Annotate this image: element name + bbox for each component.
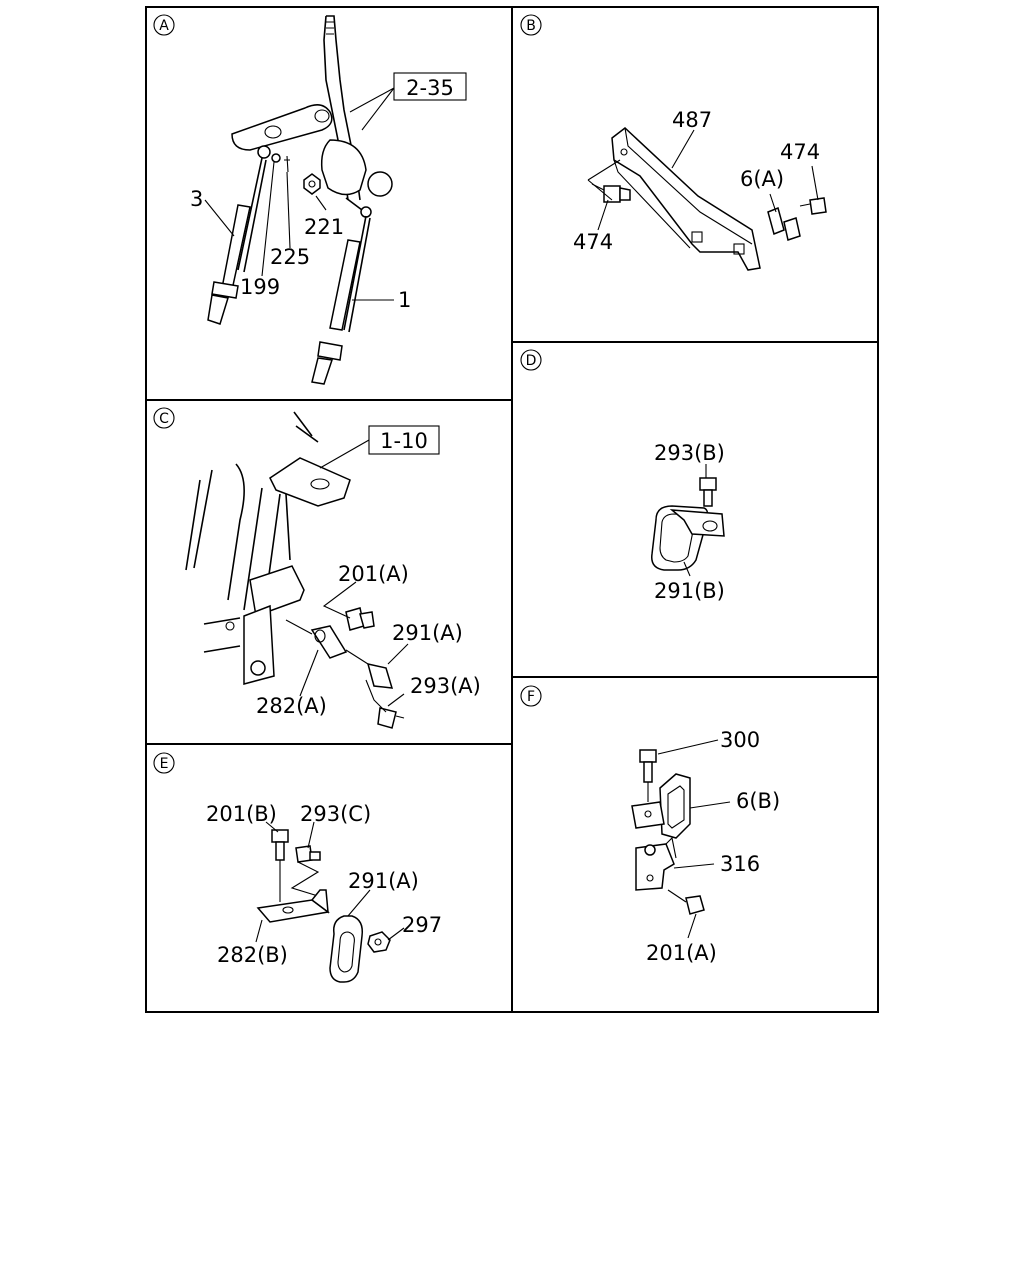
bracket-487-illustration bbox=[591, 127, 827, 271]
panel-b-leaders bbox=[587, 129, 819, 231]
panel-a-marker: A bbox=[153, 14, 175, 36]
label-3: 3 bbox=[190, 187, 203, 211]
svg-text:E: E bbox=[160, 756, 169, 772]
label-201b: 201(B) bbox=[206, 802, 277, 826]
panel-f: F 300 6(B) bbox=[520, 685, 780, 965]
bracket-282b-illustration bbox=[256, 829, 391, 983]
diagram-frame bbox=[145, 6, 879, 1013]
panel-f-marker: F bbox=[520, 685, 542, 707]
panel-a-leaders bbox=[204, 72, 467, 301]
label-282a: 282(A) bbox=[256, 694, 327, 718]
panel-e: E 201(B bbox=[153, 752, 442, 983]
label-293a: 293(A) bbox=[410, 674, 481, 698]
clamp-291b-illustration bbox=[651, 477, 725, 571]
label-291a-e: 291(A) bbox=[348, 869, 419, 893]
mount-316-illustration bbox=[631, 749, 705, 915]
svg-text:C: C bbox=[159, 411, 169, 427]
label-221: 221 bbox=[304, 215, 344, 239]
label-474-right: 474 bbox=[780, 140, 820, 164]
panel-b-marker: B bbox=[520, 14, 542, 36]
frame-bracket-illustration bbox=[185, 411, 405, 729]
panel-e-leaders bbox=[255, 821, 405, 943]
panel-e-marker: E bbox=[153, 752, 175, 774]
label-487: 487 bbox=[672, 108, 712, 132]
panel-d-leaders bbox=[683, 464, 707, 577]
panel-c-marker: C bbox=[153, 407, 175, 429]
label-201a-f: 201(A) bbox=[646, 941, 717, 965]
panel-f-leaders bbox=[657, 739, 731, 939]
panel-a: A bbox=[153, 14, 467, 385]
panel-d-marker: D bbox=[520, 349, 542, 371]
label-199: 199 bbox=[240, 275, 280, 299]
label-293b: 293(B) bbox=[654, 441, 725, 465]
label-6a: 6(A) bbox=[740, 167, 784, 191]
label-316: 316 bbox=[720, 852, 760, 876]
panel-c-leaders bbox=[299, 425, 440, 713]
label-300: 300 bbox=[720, 728, 760, 752]
label-291a-c: 291(A) bbox=[392, 621, 463, 645]
label-293c: 293(C) bbox=[300, 802, 371, 826]
svg-text:F: F bbox=[527, 689, 535, 705]
svg-text:B: B bbox=[526, 18, 536, 34]
panel-b: B 487 474 6(A bbox=[520, 14, 827, 271]
label-291b: 291(B) bbox=[654, 579, 725, 603]
svg-text:D: D bbox=[526, 353, 537, 369]
label-201a-c: 201(A) bbox=[338, 562, 409, 586]
label-2-35: 2-35 bbox=[406, 76, 454, 100]
panel-c: C bbox=[153, 407, 481, 729]
label-1: 1 bbox=[398, 288, 411, 312]
panel-d: D 293(B) 291(B) bbox=[520, 349, 725, 603]
label-297: 297 bbox=[402, 913, 442, 937]
label-6b: 6(B) bbox=[736, 789, 780, 813]
svg-text:A: A bbox=[159, 18, 169, 34]
shift-lever-illustration bbox=[207, 15, 393, 385]
label-1-10: 1-10 bbox=[380, 429, 428, 453]
label-225: 225 bbox=[270, 245, 310, 269]
label-474-left: 474 bbox=[573, 230, 613, 254]
label-282b: 282(B) bbox=[217, 943, 288, 967]
